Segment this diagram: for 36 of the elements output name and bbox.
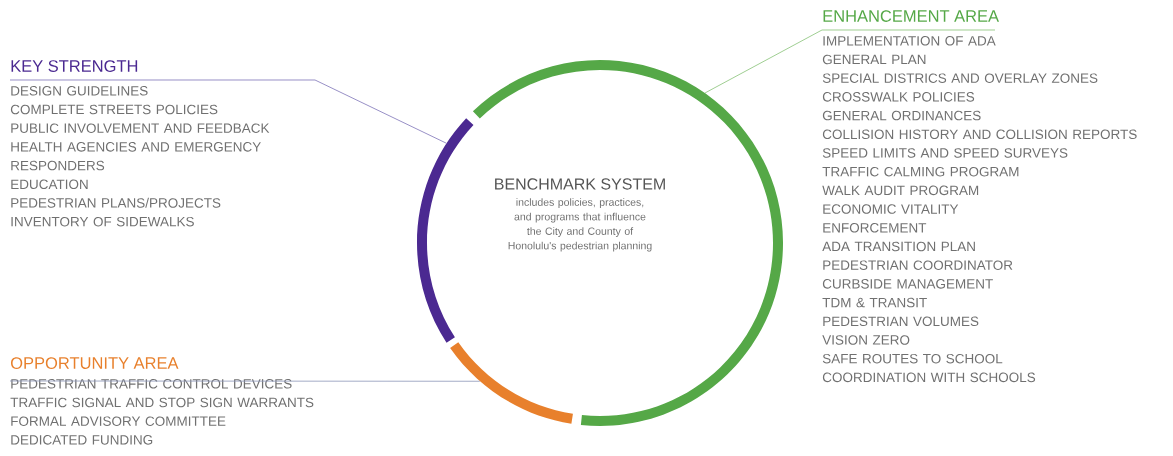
list-item: FORMAL ADVISORY COMMITTEE: [11, 416, 226, 426]
list-item: CURBSIDE MANAGEMENT: [822, 279, 993, 289]
list-item: ECONOMIC VITALITY: [823, 204, 959, 214]
leader-line: [9, 79, 447, 144]
list-item: PUBLIC INVOLVEMENT AND FEEDBACK: [11, 123, 270, 133]
list-item: WALK AUDIT PROGRAM: [822, 185, 979, 196]
list-item: PEDESTRIAN TRAFFIC CONTROL DEVICES: [11, 379, 292, 389]
leader-line: [9, 380, 481, 382]
list-item: DEDICATED FUNDING: [11, 435, 153, 445]
list-item: IMPLEMENTATION OF ADA: [823, 36, 996, 46]
list-item: HEALTH AGENCIES AND EMERGENCY RESPONDERS: [11, 142, 261, 171]
list-item: TDM & TRANSIT: [822, 297, 927, 308]
list-item: ADA TRANSITION PLAN: [822, 241, 975, 252]
list-item: SPECIAL DISTRICS AND OVERLAY ZONES: [822, 73, 1098, 83]
list-item: COMPLETE STREETS POLICIES: [10, 104, 218, 115]
list-item: GENERAL ORDINANCES: [822, 110, 981, 121]
list-item: GENERAL PLAN: [822, 54, 926, 65]
list-item: PEDESTRIAN COORDINATOR: [823, 260, 1013, 270]
list-item: SPEED LIMITS AND SPEED SURVEYS: [822, 148, 1068, 158]
list-item: INVENTORY OF SIDEWALKS: [11, 216, 194, 227]
list-item: CROSSWALK POLICIES: [822, 92, 975, 102]
list-item: VISION ZERO: [822, 335, 910, 345]
list-item: EDUCATION: [11, 179, 88, 190]
section-heading: OPPORTUNITY AREA: [11, 357, 179, 369]
section-heading: ENHANCEMENT AREA: [823, 10, 999, 22]
list-item: TRAFFIC CALMING PROGRAM: [822, 166, 1019, 177]
list-item: COLLISION HISTORY AND COLLISION REPORTS: [822, 129, 1137, 140]
section-heading: KEY STRENGTH: [11, 60, 138, 72]
list-item: COORDINATION WITH SCHOOLS: [822, 372, 1036, 383]
list-item: TRAFFIC SIGNAL AND STOP SIGN WARRANTS: [10, 397, 314, 408]
list-item: ENFORCEMENT: [823, 223, 927, 233]
list-item: PEDESTRIAN VOLUMES: [823, 316, 979, 327]
leader-line: [704, 29, 996, 94]
list-item: DESIGN GUIDELINES: [11, 86, 148, 96]
list-item: PEDESTRIAN PLANS/PROJECTS: [11, 197, 221, 208]
list-item: SAFE ROUTES TO SCHOOL: [822, 353, 1003, 364]
